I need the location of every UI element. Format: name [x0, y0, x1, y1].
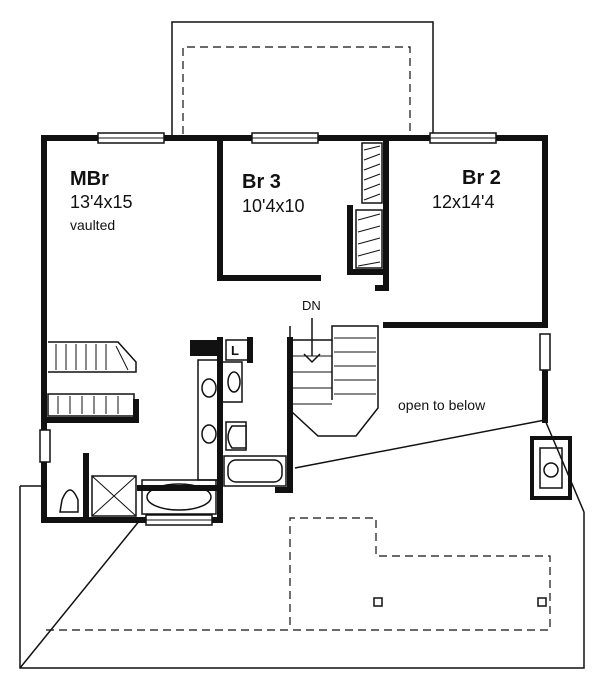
linen-closet-label: L — [231, 343, 239, 358]
bedroom-2-name: Br 2 — [462, 167, 501, 189]
chimney — [530, 436, 572, 500]
bedroom-3-dims: 10'4x10 — [242, 196, 305, 216]
lower-roof — [19, 419, 585, 669]
closets — [47, 142, 383, 417]
open-to-below-label: open to below — [398, 397, 486, 413]
master-bedroom-note: vaulted — [70, 217, 115, 233]
windows — [39, 132, 551, 526]
master-bedroom-name: MBr — [70, 168, 109, 190]
stairs — [289, 318, 379, 437]
upper-deck — [171, 21, 434, 136]
bedroom-2-dims: 12x14'4 — [432, 192, 495, 212]
master-bedroom-dims: 13'4x15 — [70, 192, 133, 212]
interior-walls — [41, 135, 548, 523]
exterior-walls — [41, 135, 548, 523]
stair-down-label: DN — [302, 298, 321, 313]
bedroom-3-name: Br 3 — [242, 171, 281, 193]
bath-fixtures — [59, 339, 287, 517]
